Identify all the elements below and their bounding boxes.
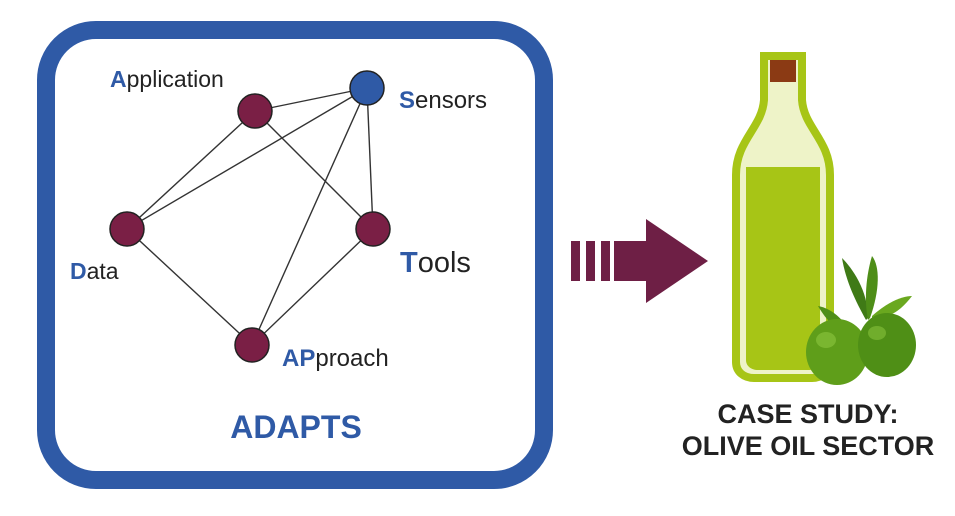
label-tools-rest: ools xyxy=(418,247,471,279)
edge-sensors-approach xyxy=(251,87,368,346)
label-application: Application xyxy=(110,66,224,92)
arrow-stripe-3 xyxy=(601,241,610,281)
label-sensors-rest: ensors xyxy=(415,87,487,114)
node-tools xyxy=(355,211,391,247)
bottle-cork xyxy=(770,60,796,82)
label-approach-initial: AP xyxy=(282,345,315,372)
label-sensors-initial: S xyxy=(399,87,415,114)
edge-tools-approach xyxy=(251,228,374,346)
network-nodes xyxy=(109,70,391,363)
label-data-rest: ata xyxy=(87,258,119,284)
olives-icon xyxy=(806,256,916,385)
edge-data-approach xyxy=(126,228,253,346)
network-edges xyxy=(126,87,374,346)
case-study-line-1: CASE STUDY: xyxy=(717,399,898,429)
edge-data-application xyxy=(126,110,256,230)
label-tools-initial: T xyxy=(400,247,418,279)
label-application-rest: pplication xyxy=(127,66,224,92)
edge-application-sensors xyxy=(254,87,368,112)
label-approach-rest: proach xyxy=(315,345,388,372)
label-sensors: Sensors xyxy=(399,87,487,114)
olive-oil-bottle-icon xyxy=(732,52,834,382)
node-application xyxy=(237,93,273,129)
node-approach xyxy=(234,327,270,363)
label-data: Data xyxy=(70,258,119,284)
adapts-frame xyxy=(37,21,553,489)
node-sensors xyxy=(349,70,385,106)
arrow-stripe-2 xyxy=(586,241,595,281)
transition-arrow xyxy=(571,219,708,303)
label-tools: Tools xyxy=(400,247,471,279)
arrow-head xyxy=(614,219,708,303)
edge-data-sensors xyxy=(126,87,368,230)
adapts-title: ADAPTS xyxy=(230,409,362,445)
label-data-initial: D xyxy=(70,258,87,284)
label-approach: APproach xyxy=(282,345,389,372)
case-study-caption: CASE STUDY: OLIVE OIL SECTOR xyxy=(682,399,935,461)
edge-application-tools xyxy=(254,110,374,230)
node-data xyxy=(109,211,145,247)
arrow-stripe-1 xyxy=(571,241,580,281)
edge-sensors-tools xyxy=(366,87,374,230)
label-application-initial: A xyxy=(110,66,127,92)
case-study-line-2: OLIVE OIL SECTOR xyxy=(682,431,935,461)
